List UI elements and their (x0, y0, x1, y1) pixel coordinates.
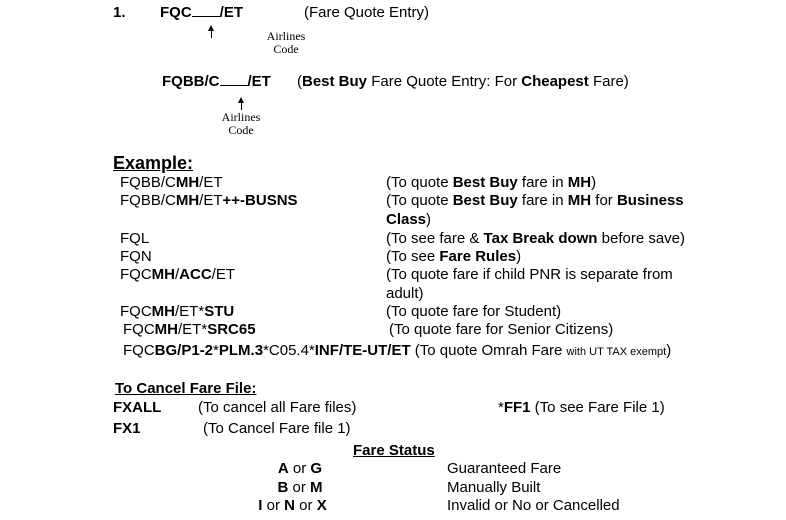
entry-number: 1. (113, 4, 126, 21)
example-desc-6: (To quote fare for Student) (386, 303, 562, 320)
fqbb-desc-mid: Fare Quote Entry: For (367, 73, 522, 90)
fqc-command-suffix: /ET (219, 4, 244, 21)
fare-status-code-1: A or G (277, 460, 323, 477)
fqbb-desc-open: ( (297, 73, 302, 90)
fxall-description: (To cancel all Fare files) (198, 399, 357, 416)
example-desc-7: (To quote fare for Senior Citizens) (389, 321, 614, 338)
example-desc-3: (To see fare & Tax Break down before sav… (386, 230, 686, 247)
fare-status-meaning-1: Guaranteed Fare (447, 460, 562, 477)
example-desc-5: (To quote fare if child PNR is separate … (386, 266, 673, 283)
fqbb-description: (Best Buy Fare Quote Entry: For Cheapest… (297, 73, 629, 91)
fx1-description: (To Cancel Fare file 1) (203, 420, 351, 437)
fqc-command: FQC/ET (160, 4, 243, 22)
fqbb-desc-cheapest: Cheapest (521, 73, 589, 90)
fare-status-code-3: I or N or X (258, 497, 327, 514)
example-cmd-3: FQL (120, 230, 150, 247)
example-desc-5-cont: adult) (386, 285, 424, 302)
fqbb-command-suffix: /ET (247, 73, 271, 90)
fqbb-command-prefix: FQBB/C (162, 73, 220, 90)
example-cmd-2: FQBB/CMH/ET++-BUSNS (120, 192, 298, 209)
example-desc-1: (To quote Best Buy fare in MH) (386, 174, 597, 191)
airline-code-blank (191, 16, 220, 17)
example-cmd-6: FQCMH/ET*STU (120, 303, 235, 320)
fare-status-meaning-2: Manually Built (447, 479, 541, 496)
example-desc-2-cont: Class) (386, 211, 432, 228)
fqbb-command: FQBB/C/ET (162, 73, 271, 91)
example-cmd-4: FQN (120, 248, 152, 265)
example-cmd-1: FQBB/CMH/ET (120, 174, 223, 191)
arrow-up-icon (238, 97, 244, 103)
fqbb-desc-best-buy: Best Buy (302, 73, 368, 90)
fare-status-code-2: B or M (277, 479, 323, 496)
example-desc-8-small: with UT TAX exempt (566, 346, 667, 358)
airlines-code-note-2: Airlines Code (214, 111, 268, 137)
fxall-command: FXALL (113, 399, 162, 416)
airline-code-blank-2 (219, 85, 248, 86)
fare-status-heading: Fare Status (353, 442, 435, 459)
arrow-up-icon (208, 25, 214, 31)
airlines-code-note-2-line2: Code (228, 123, 254, 137)
fqc-command-prefix: FQC (160, 4, 192, 21)
fare-status-meaning-3: Invalid or No or Cancelled (447, 497, 620, 514)
arrow-stem (241, 102, 242, 110)
cancel-heading: To Cancel Fare File: (115, 380, 257, 397)
airlines-code-note: Airlines Code (260, 30, 312, 56)
example-desc-8: (To quote Omrah Fare (410, 342, 567, 359)
fx1-command: FX1 (113, 420, 141, 437)
airlines-code-note-line2: Code (273, 42, 299, 56)
example-cmd-7: FQCMH/ET*SRC65 (123, 321, 256, 338)
airlines-code-note-line1: Airlines (266, 29, 306, 43)
ff1-entry: *FF1 (To see Fare File 1) (498, 399, 665, 416)
example-cmd-5: FQCMH/ACC/ET (120, 266, 236, 283)
airlines-code-note-2-line1: Airlines (221, 110, 261, 124)
arrow-stem (211, 30, 212, 38)
fqbb-desc-end: Fare) (588, 73, 629, 90)
fqc-description: (Fare Quote Entry) (304, 4, 430, 21)
example-cmd-8: FQCBG/P1-2*PLM.3*C05.4*INF/TE-UT/ET (To … (123, 342, 672, 359)
example-heading: Example: (113, 153, 194, 173)
example-desc-4: (To see Fare Rules) (386, 248, 522, 265)
example-desc-2: (To quote Best Buy fare in MH for Busine… (386, 192, 684, 209)
